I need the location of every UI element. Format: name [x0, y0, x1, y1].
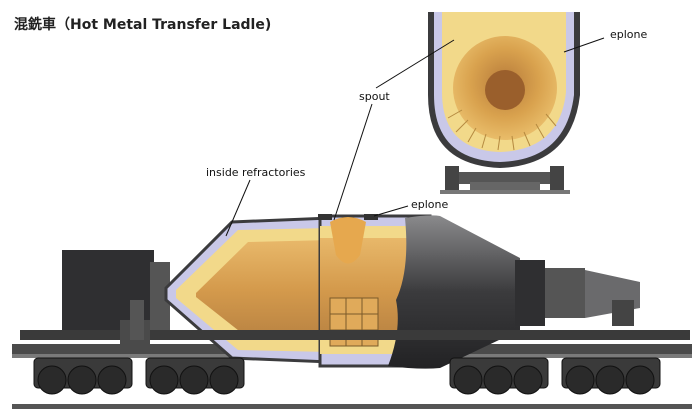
- ladle-side-view: [20, 214, 690, 369]
- inner-cavity-left: [196, 240, 330, 340]
- spout-shape: [330, 217, 366, 264]
- leader-eplone-top: [563, 37, 605, 53]
- truck-1: [33, 357, 133, 395]
- truck-2: [145, 357, 245, 395]
- label-inside-refractories: inside refractories: [206, 166, 306, 179]
- right-end-drum: [515, 260, 545, 326]
- label-eplone-top: eplone: [610, 28, 648, 41]
- leader-spout-1: [333, 103, 373, 221]
- cross-section-truck-beam: [455, 172, 555, 184]
- chassis: [20, 330, 690, 340]
- truck-4: [561, 357, 661, 395]
- leader-eplone-side: [373, 205, 409, 217]
- leader-inside-refractories: [225, 179, 251, 237]
- truck-3: [449, 357, 549, 395]
- label-eplone-side: eplone: [411, 198, 449, 211]
- label-spout: spout: [359, 90, 390, 103]
- diagram-title: 混銑車（Hot Metal Transfer Ladle): [14, 17, 272, 33]
- cross-section-view: [428, 12, 580, 194]
- cross-section-center: [485, 70, 525, 110]
- wheel-trucks: [33, 357, 661, 395]
- leader-lines: [225, 37, 605, 237]
- leader-spout-2: [375, 39, 455, 89]
